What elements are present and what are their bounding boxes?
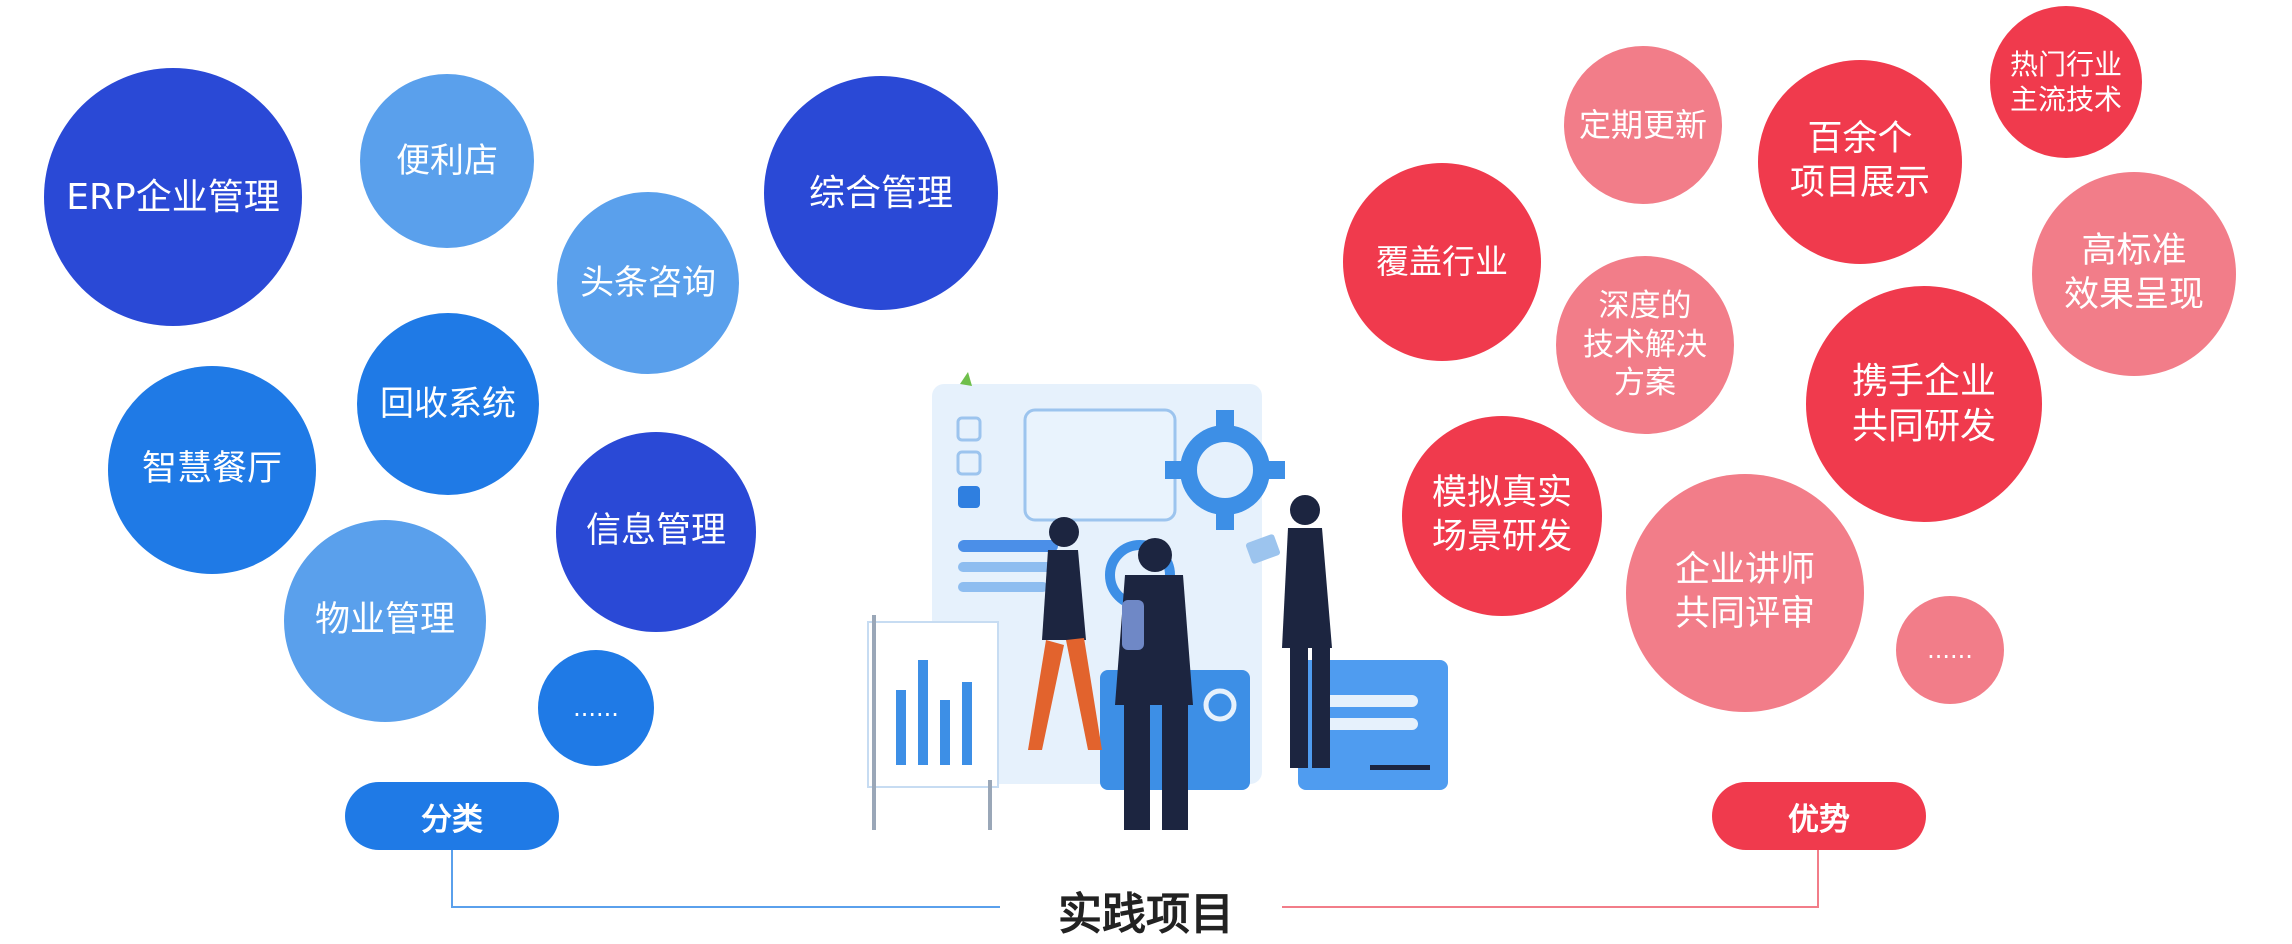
chart-bar xyxy=(896,690,906,765)
text-line xyxy=(958,562,1068,572)
gear-icon xyxy=(1165,410,1285,530)
chart-bar xyxy=(962,682,972,765)
bubble-integrated-management: 综合管理 xyxy=(764,76,998,310)
bubble-joint-development: 携手企业 共同研发 xyxy=(1806,286,2042,522)
bubble-smart-restaurant: 智慧餐厅 xyxy=(108,366,316,574)
bubble-deep-solutions: 深度的 技术解决 方案 xyxy=(1556,256,1734,434)
bubble-hot-industry-tech: 热门行业 主流技术 xyxy=(1990,6,2142,158)
bubble-information-management: 信息管理 xyxy=(556,432,756,632)
team-illustration xyxy=(867,372,1448,830)
chart-bar xyxy=(918,660,928,765)
text-line xyxy=(958,582,1048,592)
bubble-more-categories: ...... xyxy=(538,650,654,766)
bubble-erp: ERP企业管理 xyxy=(44,68,302,326)
bubble-property-management: 物业管理 xyxy=(284,520,486,722)
bubble-convenience-store: 便利店 xyxy=(360,74,534,248)
info-card-line xyxy=(1318,695,1418,707)
chart-bar xyxy=(940,700,950,765)
image-frame xyxy=(1023,408,1177,522)
bubble-lecturer-review: 企业讲师 共同评审 xyxy=(1626,474,1864,712)
advantage-label: 优势 xyxy=(1712,782,1926,850)
bubble-hundreds-projects: 百余个 项目展示 xyxy=(1758,60,1962,264)
bubble-real-scenario: 模拟真实 场景研发 xyxy=(1402,416,1602,616)
left-connector xyxy=(451,850,1000,908)
right-connector xyxy=(1282,850,1819,908)
center-title: 实践项目 xyxy=(1058,889,1234,940)
person-woman xyxy=(1028,517,1102,750)
person-center xyxy=(1115,538,1193,830)
leaf-icon xyxy=(960,372,972,386)
checkbox-icon xyxy=(956,450,982,476)
image-card-icon xyxy=(1203,688,1237,722)
easel-board xyxy=(867,621,999,788)
bubble-regular-updates: 定期更新 xyxy=(1564,46,1722,204)
bubble-industry-coverage: 覆盖行业 xyxy=(1343,163,1541,361)
text-line xyxy=(958,540,1058,552)
info-card-line xyxy=(1318,718,1418,730)
bubble-recycling-system: 回收系统 xyxy=(357,313,539,495)
bubble-headline-consulting: 头条咨询 xyxy=(557,192,739,374)
category-label: 分类 xyxy=(345,782,559,850)
person-tablet xyxy=(1245,495,1332,768)
checkbox-icon xyxy=(956,416,982,442)
info-card-line xyxy=(1370,765,1430,770)
bubble-more-advantages: ...... xyxy=(1896,596,2004,704)
checkbox-checked-icon xyxy=(958,486,980,508)
bubble-high-standard: 高标准 效果呈现 xyxy=(2032,172,2236,376)
